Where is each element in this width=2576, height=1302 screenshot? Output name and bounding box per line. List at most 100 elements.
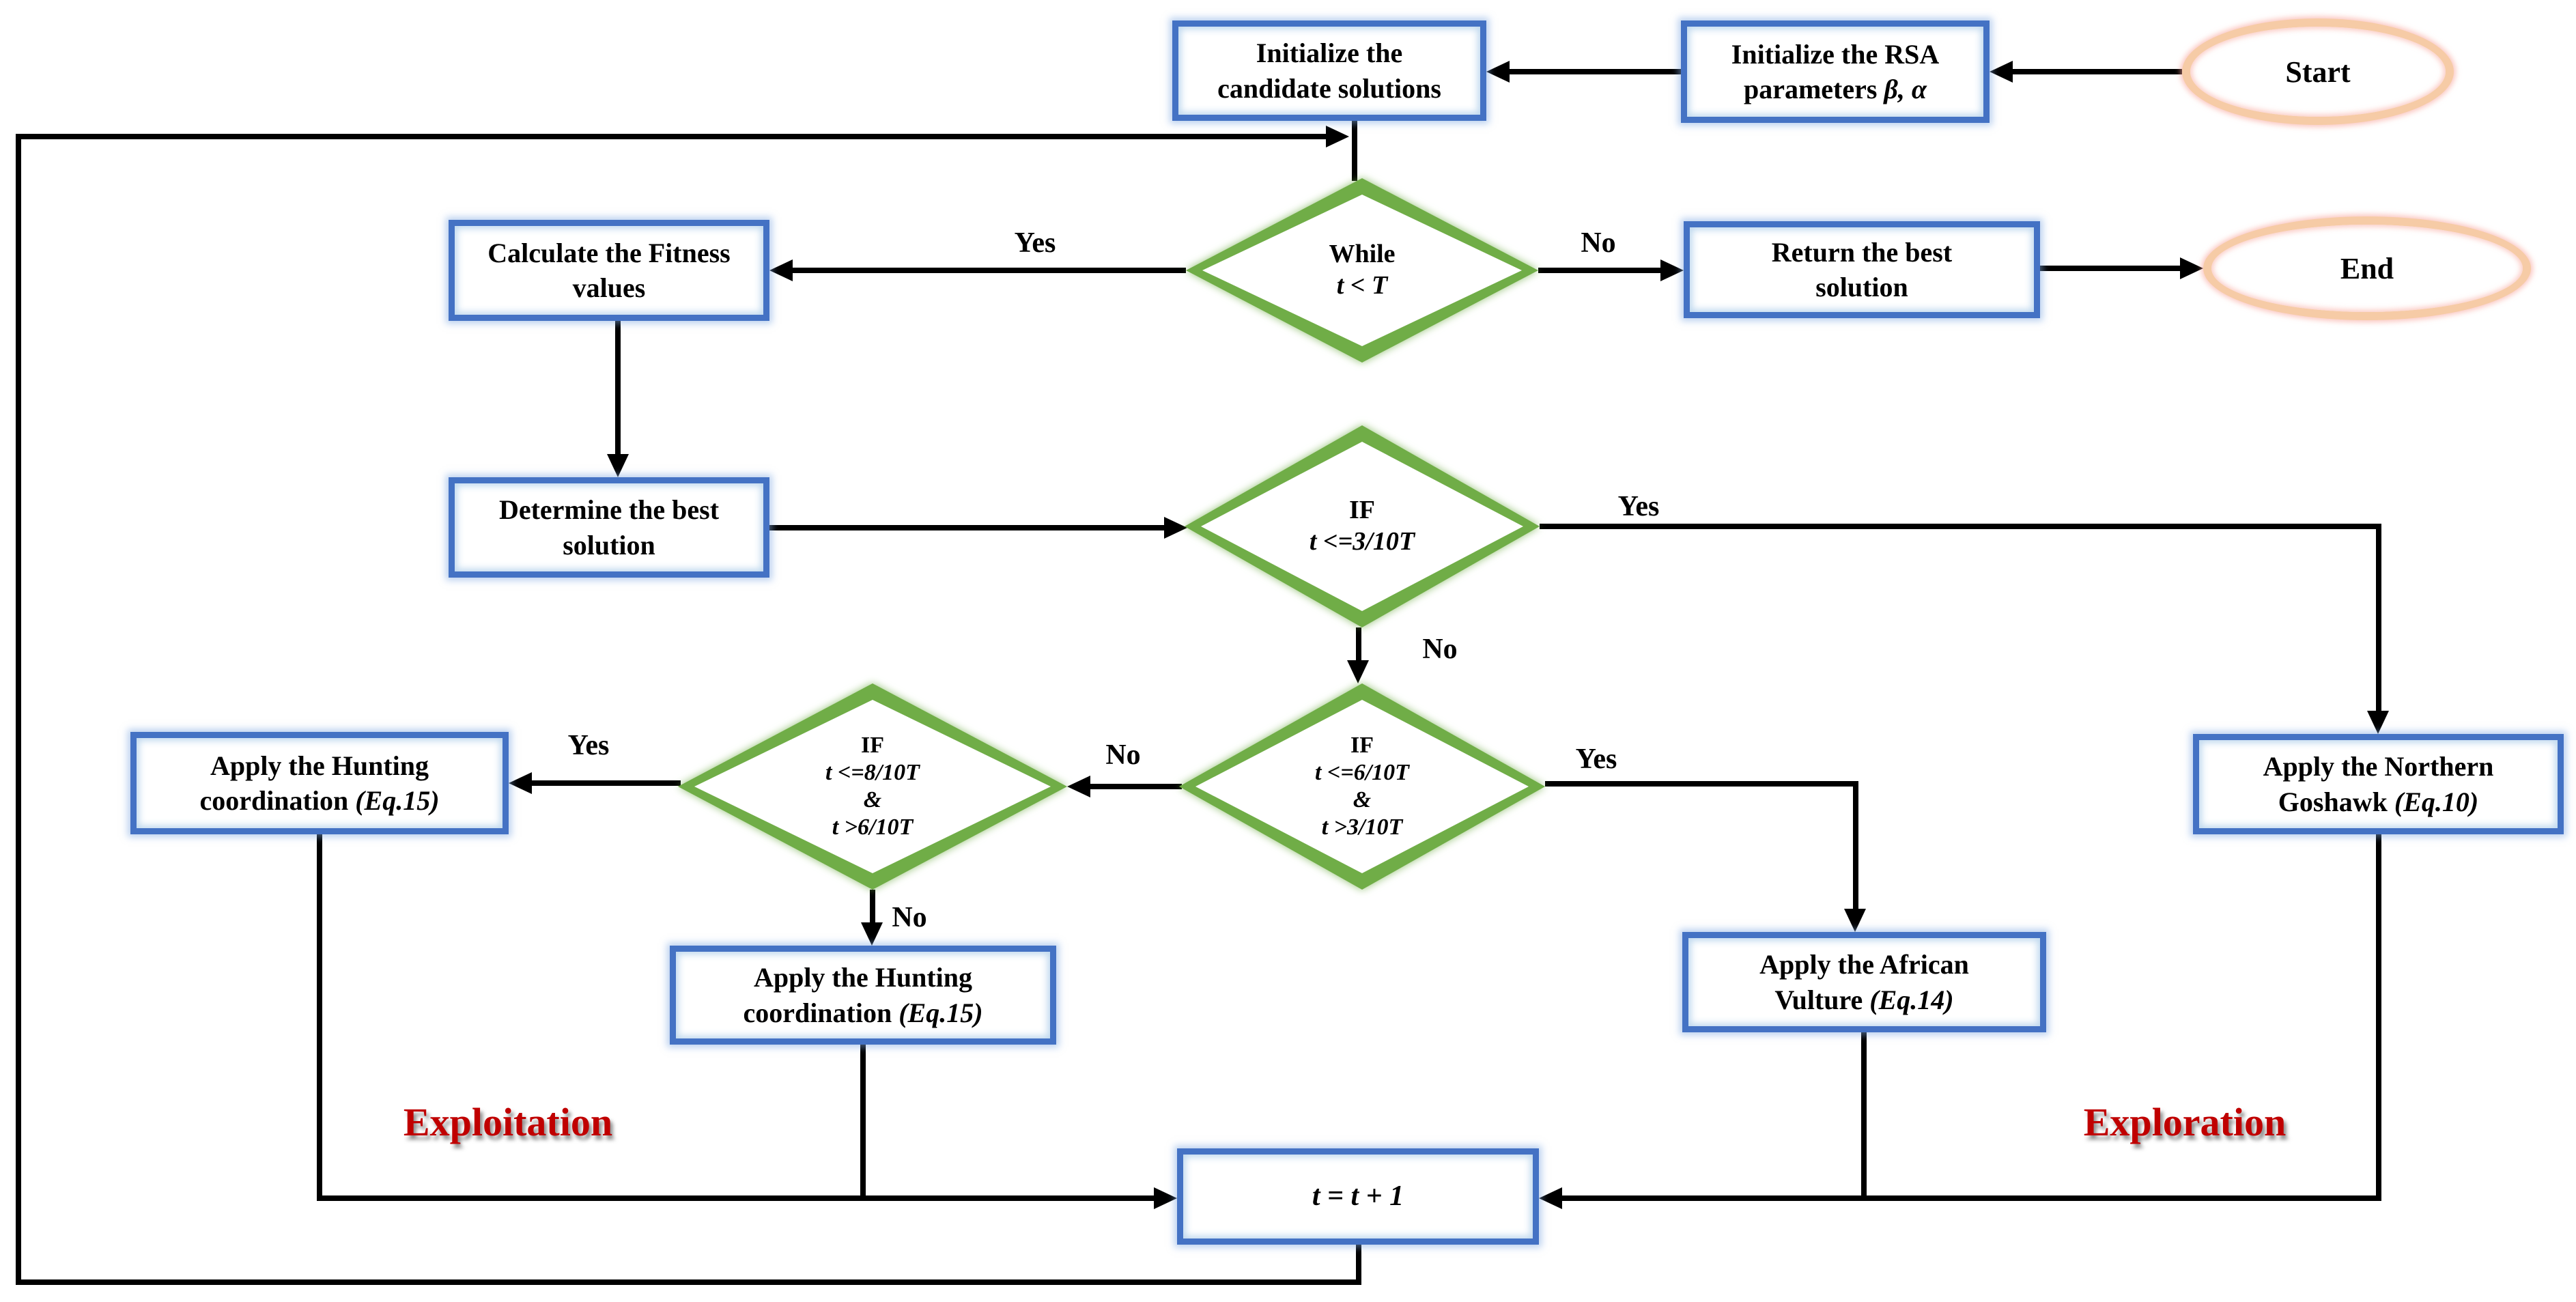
box-text-line: Vulture (Eq.14): [1774, 984, 1954, 1015]
arrowhead: [509, 772, 532, 794]
end-label: End: [2340, 251, 2394, 285]
connector-determine-to-if3: [769, 525, 1169, 530]
box-text-line: Apply the African: [1759, 949, 1969, 980]
connector-left-into-t: [317, 1195, 1157, 1201]
diamond-text-line: IF: [1350, 732, 1374, 758]
box-apply-northern-goshawk: Apply the Northern Goshawk (Eq.10): [2193, 734, 2564, 834]
arrowhead: [1844, 909, 1866, 932]
diamond-text-line: t >3/10T: [1321, 815, 1403, 840]
edge-label-if6-yes: Yes: [1575, 744, 1617, 775]
box-apply-hunting-coordination-left: Apply the Hunting coordination (Eq.15): [130, 732, 509, 834]
connector-if8-yes: [529, 780, 681, 786]
box-text-line: solution: [563, 529, 655, 561]
connector-init-rsa-to-init-candidate: [1507, 69, 1681, 74]
edge-label-if8-no: No: [892, 902, 927, 933]
box-determine-best-solution: Determine the best solution: [449, 477, 769, 578]
diamond-text-line: IF: [1349, 496, 1375, 525]
box-apply-hunting-coordination-bottom: Apply the Hunting coordination (Eq.15): [670, 946, 1056, 1045]
connector-vulture-down: [1861, 1032, 1867, 1201]
box-text-line: Return the best: [1771, 236, 1953, 268]
connector-if3-yes-h: [1540, 524, 2381, 529]
connector-hunting-left-down: [317, 834, 322, 1201]
connector-goshawk-down: [2376, 834, 2381, 1201]
diamond-text-line: t <=3/10T: [1309, 527, 1415, 556]
connector-feedback-bottom: [16, 1279, 1359, 1285]
box-text-line: Apply the Northern: [2263, 751, 2494, 782]
connector-if3-yes-v: [2376, 524, 2381, 712]
decision-if-t-le-3-10T: IF t <=3/10T: [1185, 425, 1540, 627]
box-calculate-fitness: Calculate the Fitness values: [449, 220, 769, 321]
arrowhead: [769, 259, 793, 281]
box-t-increment: t = t + 1: [1177, 1148, 1539, 1245]
decision-while-t-less-T: While t < T: [1186, 178, 1538, 363]
box-text-line: coordination (Eq.15): [743, 997, 983, 1028]
connector-right-into-t: [1559, 1195, 2381, 1201]
edge-label-if8-yes: Yes: [567, 730, 610, 761]
section-label-exploration: Exploration: [2083, 1100, 2287, 1144]
connector-init-candidate-to-while: [1352, 121, 1357, 181]
connector-if3-no: [1356, 627, 1361, 662]
diamond-text-line: &: [1353, 787, 1372, 812]
arrowhead: [1154, 1187, 1177, 1209]
box-text-line: Apply the Hunting: [210, 750, 429, 781]
connector-hunting-bottom-down: [860, 1045, 866, 1201]
connector-t-increment-down: [1356, 1245, 1361, 1285]
box-text-line: solution: [1815, 272, 1908, 302]
terminal-start: Start: [2182, 18, 2454, 125]
start-label: Start: [2285, 55, 2351, 89]
arrowhead: [1347, 660, 1369, 683]
box-text-line: Determine the best: [498, 494, 720, 526]
box-text-line: Apply the Hunting: [753, 962, 973, 993]
box-initialize-rsa-parameters: Initialize the RSA parameters β, α: [1681, 20, 1990, 123]
box-text-line: candidate solutions: [1217, 72, 1441, 104]
arrowhead: [1990, 61, 2013, 83]
arrowhead: [2367, 711, 2389, 734]
arrowhead: [1164, 517, 1187, 539]
connector-calc-to-determine: [615, 321, 621, 457]
diamond-text-line: t >6/10T: [832, 815, 914, 840]
edge-label-if6-no: No: [1105, 739, 1141, 771]
box-text-line: coordination (Eq.15): [199, 785, 440, 816]
box-initialize-candidate-solutions: Initialize the candidate solutions: [1172, 20, 1486, 121]
edge-label-if3-yes: Yes: [1617, 491, 1660, 522]
connector-while-no: [1538, 268, 1665, 273]
box-text-line: Goshawk (Eq.10): [2278, 786, 2479, 817]
box-text-line: values: [572, 272, 646, 303]
diamond-text-line: While: [1329, 240, 1396, 269]
edge-label-while-no: No: [1581, 227, 1616, 259]
diamond-text-line: &: [863, 787, 882, 812]
box-apply-african-vulture: Apply the African Vulture (Eq.14): [1682, 932, 2046, 1032]
diamond-text-line: t <=6/10T: [1315, 759, 1409, 785]
connector-if6-yes-h: [1545, 781, 1858, 787]
arrowhead: [1486, 61, 1510, 83]
diamond-text-line: IF: [861, 732, 884, 758]
arrowhead: [1067, 776, 1090, 797]
arrowhead: [1539, 1187, 1562, 1209]
diamond-text-line: t <=8/10T: [825, 759, 920, 785]
connector-return-to-end: [2040, 266, 2183, 271]
box-text-line: Calculate the Fitness: [487, 237, 731, 268]
section-label-exploitation: Exploitation: [403, 1100, 613, 1144]
decision-if-t-le-6-10T-gt-3-10T: IF t <=6/10T & t >3/10T: [1179, 683, 1545, 890]
connector-if6-yes-v: [1853, 781, 1858, 910]
box-return-best-solution: Return the best solution: [1684, 221, 2040, 318]
connector-feedback-top: [18, 134, 1327, 139]
edge-label-while-yes: Yes: [1014, 227, 1056, 259]
box-text-line: Initialize the: [1256, 38, 1403, 69]
diamond-text-line: t < T: [1336, 271, 1388, 300]
box-text-line: t = t + 1: [1312, 1180, 1404, 1212]
connector-if6-no: [1088, 784, 1182, 789]
connector-while-yes: [790, 268, 1186, 273]
box-text-line: Initialize the RSA: [1731, 38, 1940, 70]
terminal-end: End: [2203, 216, 2531, 320]
arrowhead: [607, 454, 629, 477]
arrowhead: [1326, 126, 1349, 147]
arrowhead: [861, 922, 883, 946]
connector-start-to-init-rsa: [2011, 69, 2182, 74]
connector-if8-no: [870, 890, 875, 924]
arrowhead: [1660, 259, 1684, 281]
edge-label-if3-no: No: [1422, 634, 1458, 665]
box-text-line: parameters β, α: [1743, 74, 1927, 104]
connector-feedback-left: [16, 134, 21, 1285]
